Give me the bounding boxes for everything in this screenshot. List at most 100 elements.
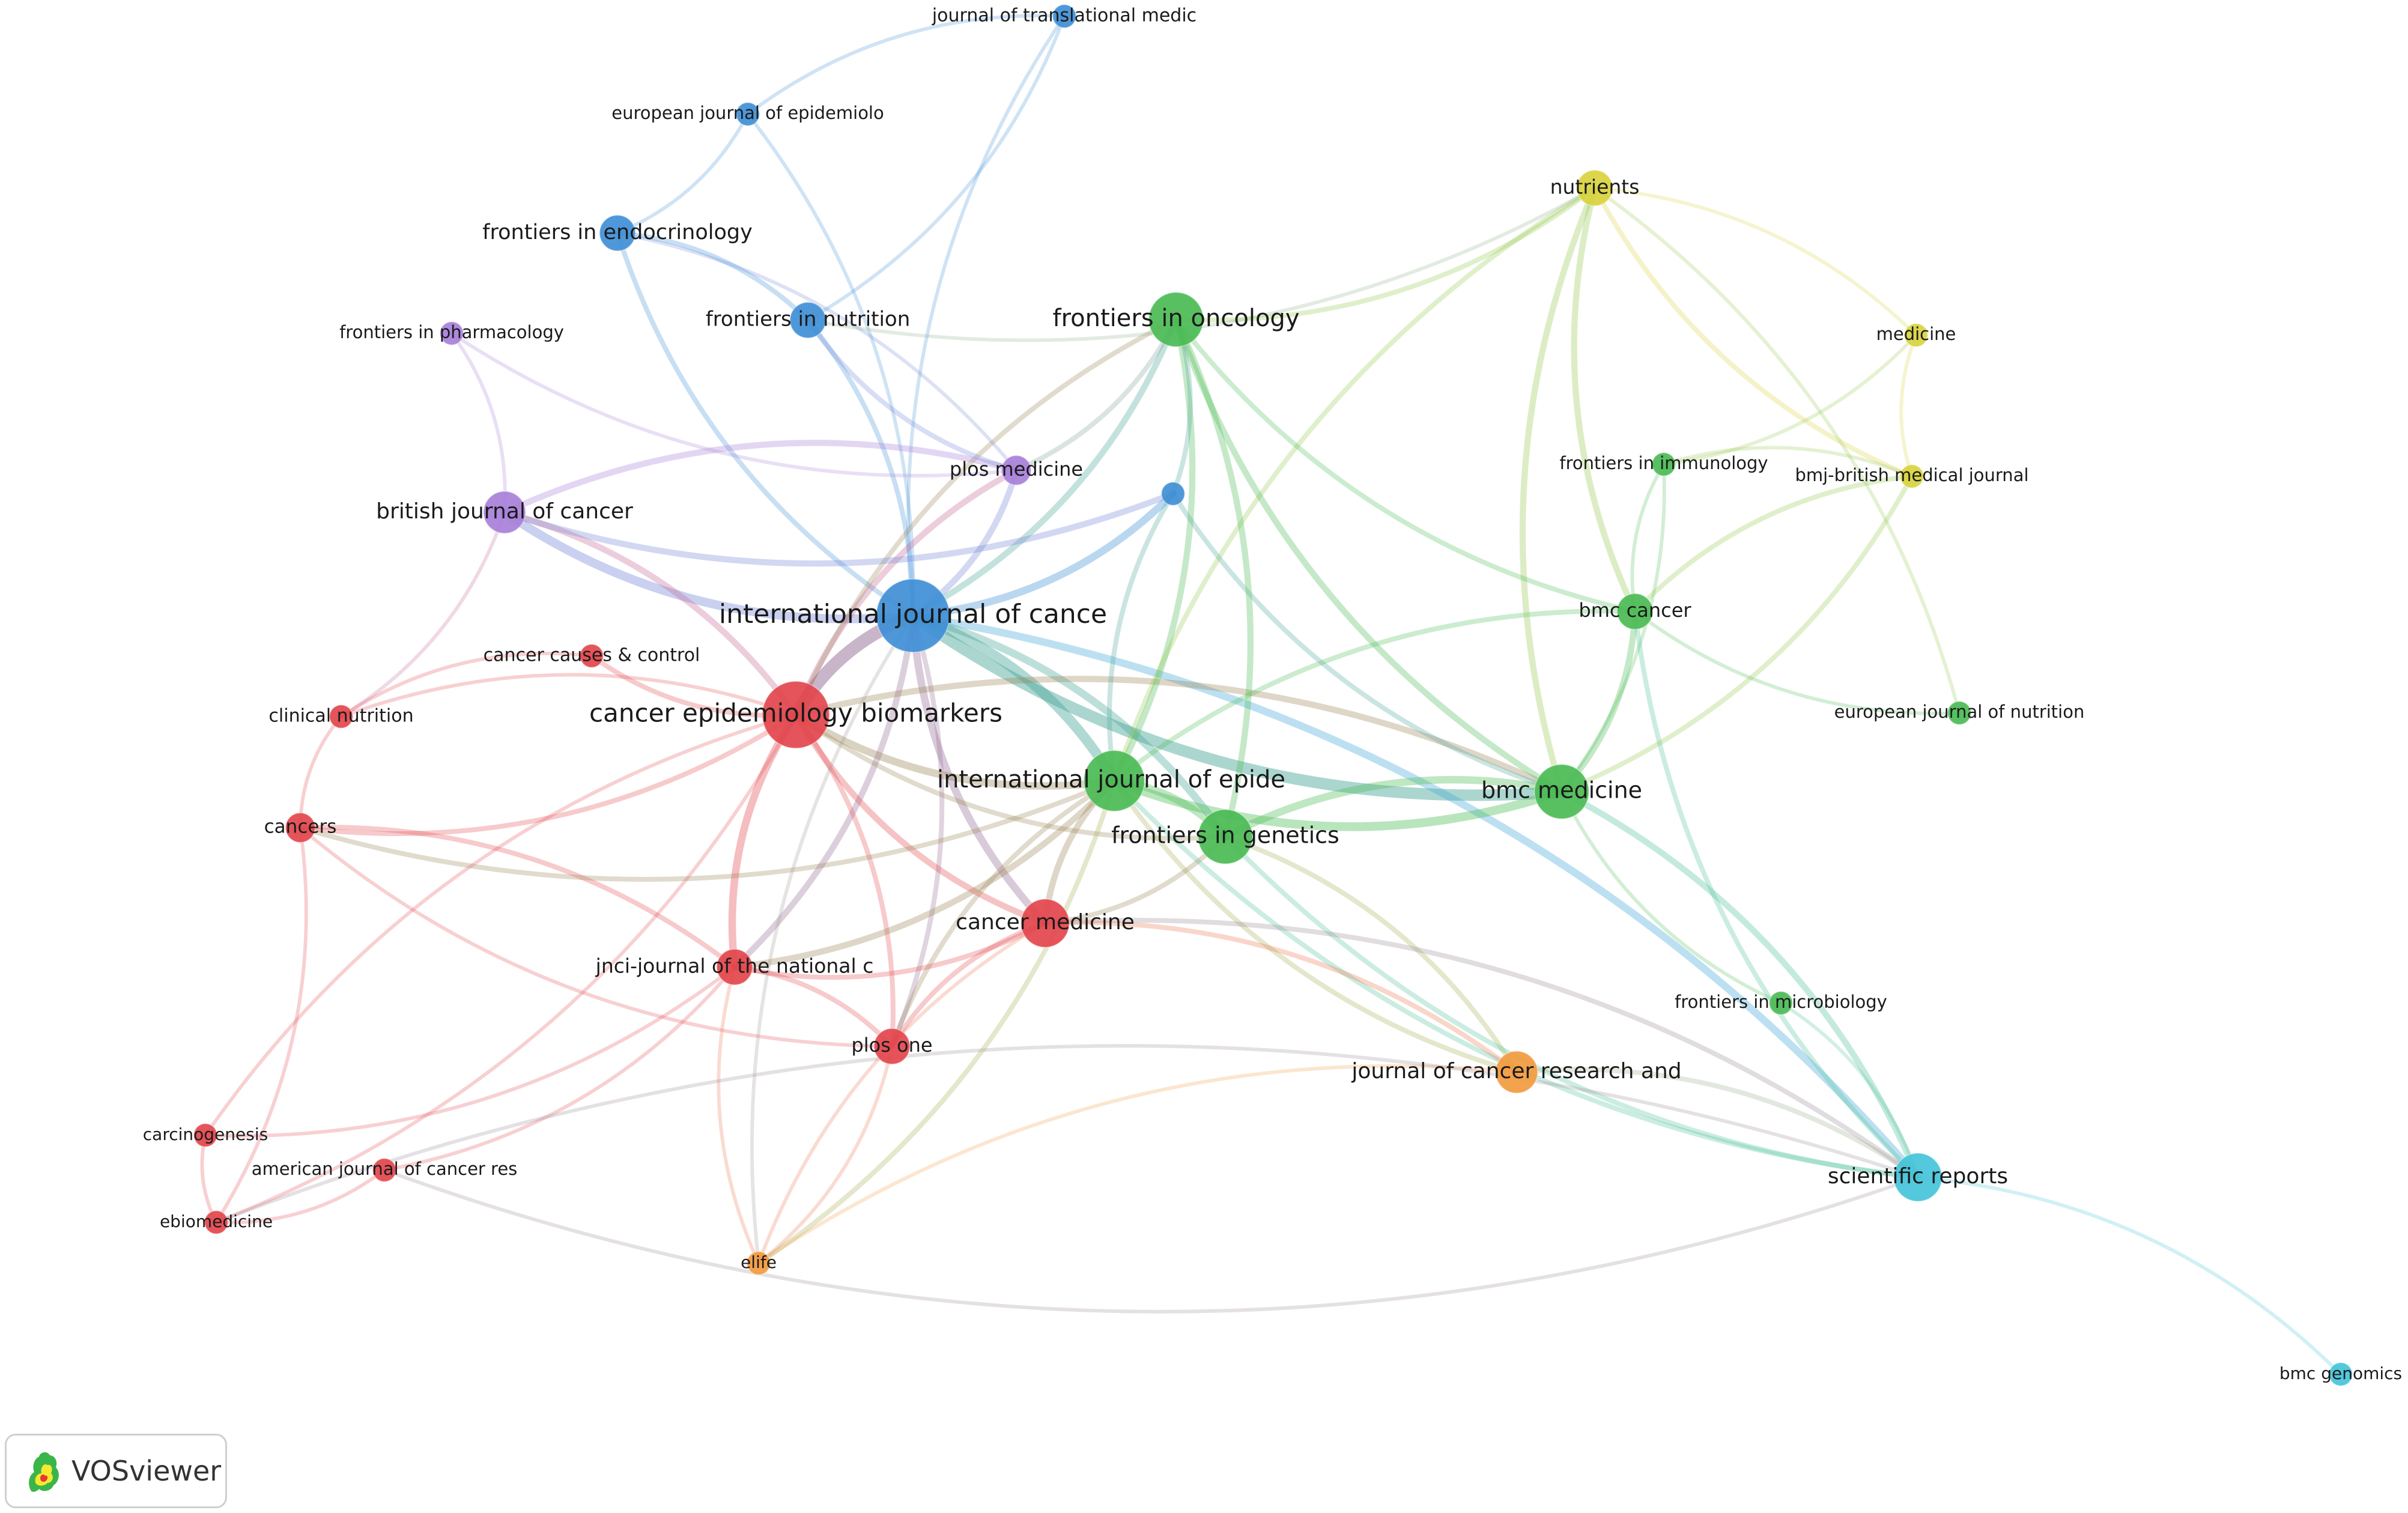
node-label-nutrients[interactable]: nutrients [1550, 175, 1640, 199]
node-ajcr[interactable] [372, 1157, 397, 1183]
node-label-frgenetics[interactable]: frontiers in genetics [1111, 822, 1339, 849]
node-label-medicine[interactable]: medicine [1876, 324, 1956, 344]
node-frmicro[interactable] [1768, 990, 1794, 1016]
node-bmj[interactable] [1899, 464, 1924, 489]
labels-layer: international journal of cance cancer epi… [143, 5, 2402, 1384]
node-label-clinnutr[interactable]: clinical nutrition [268, 706, 413, 727]
vosviewer-logo-icon [29, 1452, 59, 1492]
node-bmcmed[interactable] [1533, 763, 1590, 820]
node-label-frendo[interactable]: frontiers in endocrinology [482, 220, 753, 244]
link-ejepi-jtm [746, 14, 1066, 116]
link-nutrients-frnutrition [806, 186, 1597, 342]
node-plosmed[interactable] [1001, 455, 1032, 486]
link-cebp-cancers [297, 712, 799, 836]
node-cancermed[interactable] [1020, 898, 1070, 948]
link-jnci-carcino [204, 965, 736, 1138]
link-ijcancer-jnci [731, 612, 917, 971]
link-bmcmed-unlabeled [1170, 491, 1565, 795]
link-scirep-bmcgen [1916, 1175, 2343, 1376]
node-label-cancers[interactable]: cancers [264, 816, 337, 838]
node-label-cebp[interactable]: cancer epidemiology biomarkers [589, 699, 1002, 728]
node-label-bmcgen[interactable]: bmc genomics [2279, 1363, 2402, 1383]
link-cebp-ijepid [792, 711, 1118, 790]
link-bmcmed-bmj [1559, 473, 1915, 795]
node-jcro[interactable] [1495, 1051, 1538, 1094]
link-scirep-cancermed [1042, 918, 1921, 1180]
node-jtm[interactable] [1052, 4, 1077, 29]
link-ijepid-unlabeled [1106, 491, 1176, 784]
node-unlabeled[interactable] [1160, 481, 1186, 506]
node-label-ejnutr[interactable]: european journal of nutrition [1834, 702, 2085, 722]
node-label-bmcmed[interactable]: bmc medicine [1481, 777, 1642, 804]
link-bmcmed-froncology [1172, 316, 1565, 795]
node-label-bjc[interactable]: british journal of cancer [376, 499, 633, 524]
node-frpharm[interactable] [439, 321, 464, 346]
node-ejnutr[interactable] [1947, 700, 1972, 726]
node-cancers[interactable] [285, 812, 316, 843]
node-froncology[interactable] [1148, 291, 1204, 348]
node-medicine[interactable] [1903, 323, 1929, 348]
node-label-carcino[interactable]: carcinogenesis [143, 1124, 268, 1144]
node-frgenetics[interactable] [1197, 808, 1254, 865]
node-label-frmicro[interactable]: frontiers in microbiology [1675, 992, 1887, 1012]
node-bmcgen[interactable] [2328, 1362, 2353, 1387]
node-carcino[interactable] [193, 1123, 218, 1148]
link-frendo-ejepi [616, 112, 750, 235]
link-ijcancer-unlabeled [909, 490, 1177, 620]
link-cebp-bjc [501, 509, 799, 718]
link-ejnutr-nutrients [1593, 186, 1961, 715]
node-scirep[interactable] [1893, 1152, 1943, 1202]
node-label-frpharm[interactable]: frontiers in pharmacology [339, 322, 564, 342]
link-ijcancer-frnutrition [805, 317, 916, 619]
node-label-ijepid[interactable]: international journal of epide [937, 766, 1285, 793]
node-label-jcro[interactable]: journal of cancer research and [1351, 1059, 1681, 1084]
node-label-ejepi[interactable]: european journal of epidemiolo [611, 103, 884, 123]
node-nutrients[interactable] [1576, 169, 1613, 207]
node-label-elife[interactable]: elife [741, 1252, 777, 1272]
node-jnci[interactable] [716, 948, 753, 986]
node-cebp[interactable] [762, 681, 830, 749]
node-label-ebiomed[interactable]: ebiomedicine [160, 1211, 273, 1231]
node-plosone[interactable] [873, 1028, 911, 1065]
node-label-frimmuno[interactable]: frontiers in immunology [1559, 453, 1768, 473]
node-elife[interactable] [746, 1251, 771, 1276]
node-ccc[interactable] [579, 643, 604, 669]
node-frimmuno[interactable] [1651, 452, 1676, 477]
link-ijcancer-scirep [909, 611, 1922, 1181]
node-frendo[interactable] [599, 214, 636, 252]
node-bmccancer[interactable] [1616, 593, 1654, 630]
node-label-frnutrition[interactable]: frontiers in nutrition [706, 308, 911, 332]
node-label-ajcr[interactable]: american journal of cancer res [252, 1159, 518, 1179]
link-froncology-bmccancer [1173, 317, 1638, 614]
link-ijcancer-froncology [909, 316, 1180, 619]
node-label-ijcancer[interactable]: international journal of cance [719, 599, 1107, 629]
node-ejepi[interactable] [735, 102, 760, 127]
link-ijepid-bmccancer [1111, 608, 1638, 784]
link-ijepid-scirep [1111, 778, 1921, 1180]
node-label-jnci[interactable]: jnci-journal of the national c [595, 954, 874, 978]
node-label-bmj[interactable]: bmj-british medical journal [1795, 465, 2028, 485]
node-ijepid[interactable] [1083, 750, 1145, 812]
node-frnutrition[interactable] [789, 302, 826, 339]
node-clinnutr[interactable] [329, 704, 354, 729]
node-label-ccc[interactable]: cancer causes & control [484, 645, 700, 666]
node-ijcancer[interactable] [876, 578, 950, 653]
node-label-cancermed[interactable]: cancer medicine [956, 910, 1135, 935]
link-bjc-unlabeled [501, 490, 1177, 567]
node-label-froncology[interactable]: frontiers in oncology [1053, 305, 1300, 332]
node-bjc[interactable] [483, 491, 526, 534]
link-cancers-ijepid [297, 778, 1117, 882]
link-bjc-clinnutr [339, 511, 506, 718]
node-ebiomed[interactable] [204, 1210, 229, 1235]
node-label-bmccancer[interactable]: bmc cancer [1579, 599, 1691, 622]
node-label-jtm[interactable]: journal of translational medic [932, 5, 1196, 26]
link-plosmed-frendo [616, 231, 1018, 472]
link-cebp-carcino [204, 713, 798, 1137]
link-nutrients-medicine [1593, 186, 1918, 337]
link-ijepid-nutrients [1111, 185, 1598, 784]
link-frgenetics-froncology [1172, 316, 1254, 840]
node-label-plosmed[interactable]: plos medicine [950, 458, 1083, 481]
node-label-scirep[interactable]: scientific reports [1828, 1164, 2008, 1189]
node-label-plosone[interactable]: plos one [851, 1034, 932, 1057]
